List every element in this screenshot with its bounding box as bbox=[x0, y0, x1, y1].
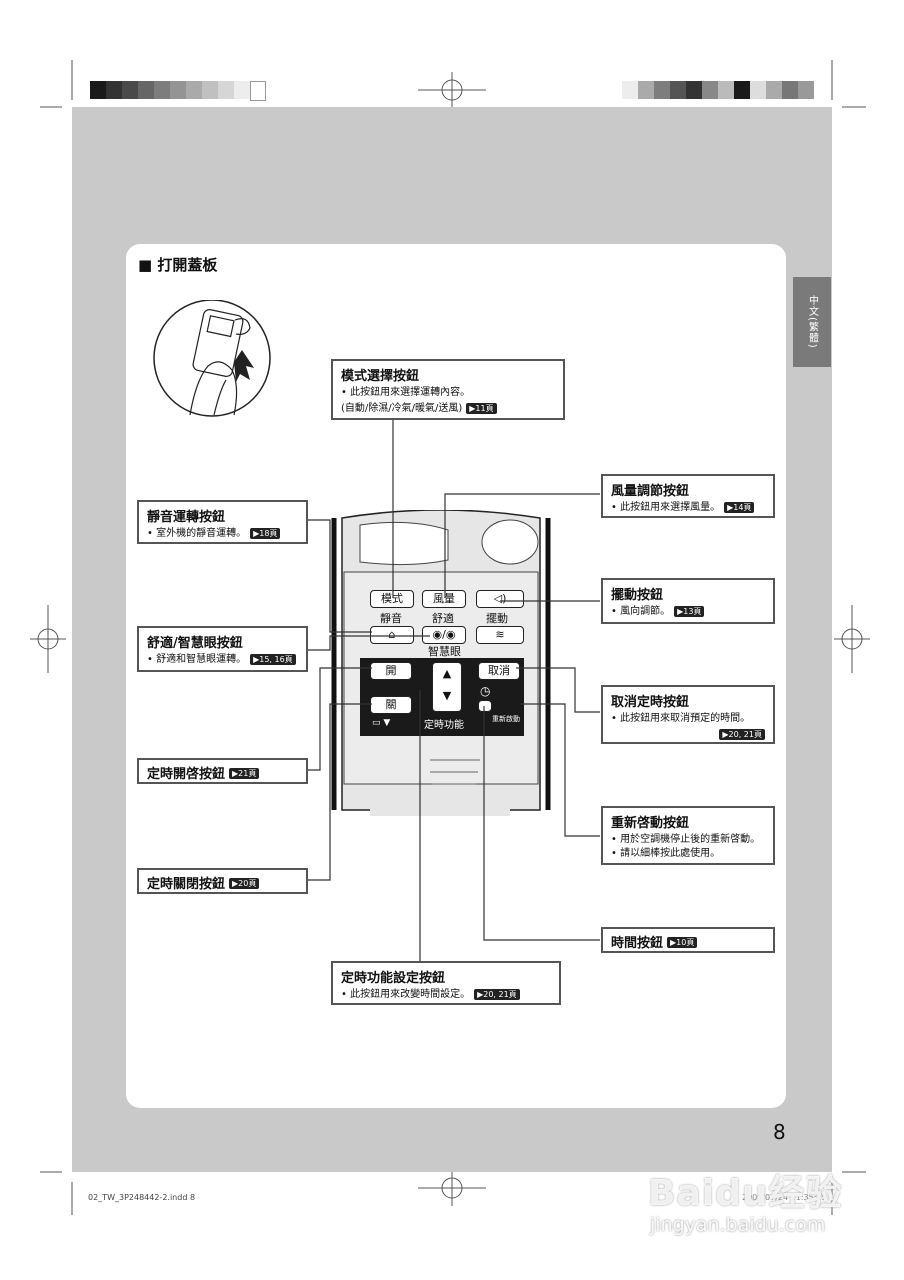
callout-fan-title: 風量調節按鈕 bbox=[611, 484, 690, 499]
remote-control: 模式 風量 ◁) 靜音 舒適 擺動 ⌂ ◉/◉ ≋ 智慧眼 開 關 取消 ▲▼ … bbox=[330, 510, 552, 816]
callout-swing: 擺動按鈕 • 風向調節。▶13頁 bbox=[601, 578, 775, 624]
callout-cancel-title: 取消定時按鈕 bbox=[611, 695, 690, 710]
color-registration-bar-left bbox=[90, 81, 266, 101]
cancel-timer-button[interactable]: 取消 bbox=[478, 662, 520, 680]
callout-restart-desc: • 用於空調機停止後的重新啓動。 bbox=[611, 834, 761, 845]
mode-button[interactable]: 模式 bbox=[370, 590, 414, 608]
quiet-button[interactable]: ⌂ bbox=[370, 626, 414, 644]
callout-timer-off-ref: ▶20頁 bbox=[229, 878, 260, 889]
color-registration-bar-right bbox=[622, 81, 814, 99]
fan-button[interactable]: 風量 bbox=[422, 590, 466, 608]
quiet-label: 靜音 bbox=[380, 612, 402, 625]
callout-timer-on-ref: ▶21頁 bbox=[229, 768, 260, 779]
callout-restart-title: 重新啓動按鈕 bbox=[611, 816, 690, 831]
clock-icon: ◷ bbox=[480, 684, 491, 698]
footer-timestamp: 2009/07/24 11:35:25 bbox=[742, 1193, 827, 1202]
callout-fan: 風量調節按鈕 • 此按鈕用來選擇風量。▶14頁 bbox=[601, 474, 775, 518]
callout-comfort-title: 舒適/智慧眼按鈕 bbox=[147, 636, 243, 651]
callout-clock-title: 時間按鈕 bbox=[611, 936, 664, 951]
language-tab: 中文(繁體) bbox=[793, 277, 831, 367]
callout-comfort: 舒適/智慧眼按鈕 • 舒適和智慧眼運轉。▶15, 16頁 bbox=[137, 626, 308, 672]
callout-comfort-ref: ▶15, 16頁 bbox=[250, 653, 296, 665]
callout-mode-title: 模式選擇按鈕 bbox=[341, 369, 420, 384]
callout-fan-desc: • 此按鈕用來選擇風量。 bbox=[611, 502, 721, 513]
callout-swing-ref: ▶13頁 bbox=[674, 605, 705, 617]
callout-timer-off: 定時關閉按鈕▶20頁 bbox=[137, 868, 308, 894]
callout-timer-set-desc: • 此按鈕用來改變時間設定。 bbox=[341, 989, 471, 1000]
callout-timer-set-title: 定時功能設定按鈕 bbox=[341, 971, 446, 986]
callout-clock-ref: ▶10頁 bbox=[667, 937, 698, 948]
watermark-url: jingyan.baidu.com bbox=[650, 1214, 826, 1236]
watermark-logo: Baidu经验 bbox=[648, 1173, 843, 1214]
callout-comfort-desc: • 舒適和智慧眼運轉。 bbox=[147, 654, 247, 665]
timer-on-button[interactable]: 開 bbox=[370, 662, 412, 680]
swing-label: 擺動 bbox=[486, 612, 508, 625]
footer-file-name: 02_TW_3P248442-2.indd 8 bbox=[88, 1193, 196, 1202]
callout-clock: 時間按鈕▶10頁 bbox=[601, 927, 775, 953]
swing-button-top[interactable]: ◁) bbox=[476, 590, 524, 608]
callout-quiet-desc: • 室外機的靜音運轉。 bbox=[147, 528, 247, 539]
callout-mode-desc: • 此按鈕用來選擇運轉內容。 bbox=[341, 387, 471, 398]
callout-cancel: 取消定時按鈕 • 此按鈕用來取消預定的時間。 ▶20, 21頁 bbox=[601, 685, 775, 744]
clock-button[interactable] bbox=[478, 700, 492, 712]
comfort-smart-eye-button[interactable]: ◉/◉ bbox=[422, 626, 466, 644]
callout-mode-ref: ▶11頁 bbox=[466, 402, 497, 414]
timer-set-button[interactable]: ▲▼ bbox=[432, 662, 462, 712]
callout-quiet: 靜音運轉按鈕 • 室外機的靜音運轉。▶18頁 bbox=[137, 500, 308, 544]
callout-cancel-desc: • 此按鈕用來取消預定的時間。 bbox=[611, 713, 751, 724]
swing-button[interactable]: ≋ bbox=[476, 626, 524, 644]
callout-quiet-ref: ▶18頁 bbox=[250, 527, 281, 539]
restart-label: 重新啟動 bbox=[492, 715, 520, 723]
callout-timer-off-title: 定時關閉按鈕 bbox=[147, 877, 226, 892]
smart-eye-label: 智慧眼 bbox=[428, 645, 461, 658]
callout-quiet-title: 靜音運轉按鈕 bbox=[147, 510, 226, 525]
page-number: 8 bbox=[773, 1120, 786, 1144]
callout-timer-set: 定時功能設定按鈕 • 此按鈕用來改變時間設定。▶20, 21頁 bbox=[331, 961, 561, 1005]
callout-cancel-ref: ▶20, 21頁 bbox=[719, 728, 765, 740]
callout-timer-on: 定時開啓按鈕▶21頁 bbox=[137, 758, 308, 784]
callout-restart-desc2: • 請以細棒按此處使用。 bbox=[611, 848, 721, 859]
timer-function-label: 定時功能 bbox=[424, 720, 464, 731]
section-title: ■ 打開蓋板 bbox=[138, 256, 218, 274]
callout-mode-desc2: (自動/除濕/冷氣/暖氣/送風) bbox=[341, 403, 463, 414]
callout-swing-desc: • 風向調節。 bbox=[611, 606, 671, 617]
battery-icon: ▭ ▼ bbox=[372, 718, 391, 728]
callout-timer-on-title: 定時開啓按鈕 bbox=[147, 767, 226, 782]
callout-restart: 重新啓動按鈕 • 用於空調機停止後的重新啓動。 • 請以細棒按此處使用。 bbox=[601, 806, 775, 865]
comfort-label: 舒適 bbox=[432, 612, 454, 625]
timer-off-button[interactable]: 關 bbox=[370, 696, 412, 714]
callout-swing-title: 擺動按鈕 bbox=[611, 588, 664, 603]
open-cover-illustration bbox=[153, 300, 271, 417]
callout-timer-set-ref: ▶20, 21頁 bbox=[474, 988, 520, 1000]
callout-fan-ref: ▶14頁 bbox=[724, 501, 755, 513]
callout-mode: 模式選擇按鈕 • 此按鈕用來選擇運轉內容。 (自動/除濕/冷氣/暖氣/送風)▶1… bbox=[331, 359, 565, 420]
